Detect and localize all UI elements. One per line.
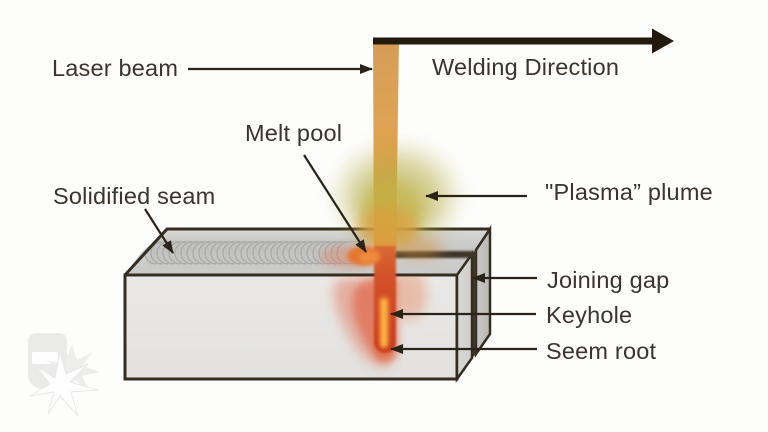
welding-helmet-watermark xyxy=(28,333,100,417)
keyhole-column xyxy=(374,246,396,359)
melt-pool-arrow xyxy=(303,154,367,253)
joining-gap-label: Joining gap xyxy=(547,267,670,293)
seem-root-label: Seem root xyxy=(546,338,657,364)
solidified-seam-label: Solidified seam xyxy=(53,183,216,209)
spark-star-icon xyxy=(29,351,99,417)
welding-direction-label: Welding Direction xyxy=(432,54,620,80)
keyhole-label: Keyhole xyxy=(546,302,633,328)
solidified-seam-ripples xyxy=(144,240,380,268)
annotation-arrows xyxy=(144,64,537,354)
plasma-plume xyxy=(337,146,457,259)
solidified-seam-arrow xyxy=(144,208,174,254)
laser-beam-label: Laser beam xyxy=(52,55,179,81)
melt-pool-label: Melt pool xyxy=(245,120,343,146)
plasma-plume-label: "Plasma” plume xyxy=(545,179,713,205)
